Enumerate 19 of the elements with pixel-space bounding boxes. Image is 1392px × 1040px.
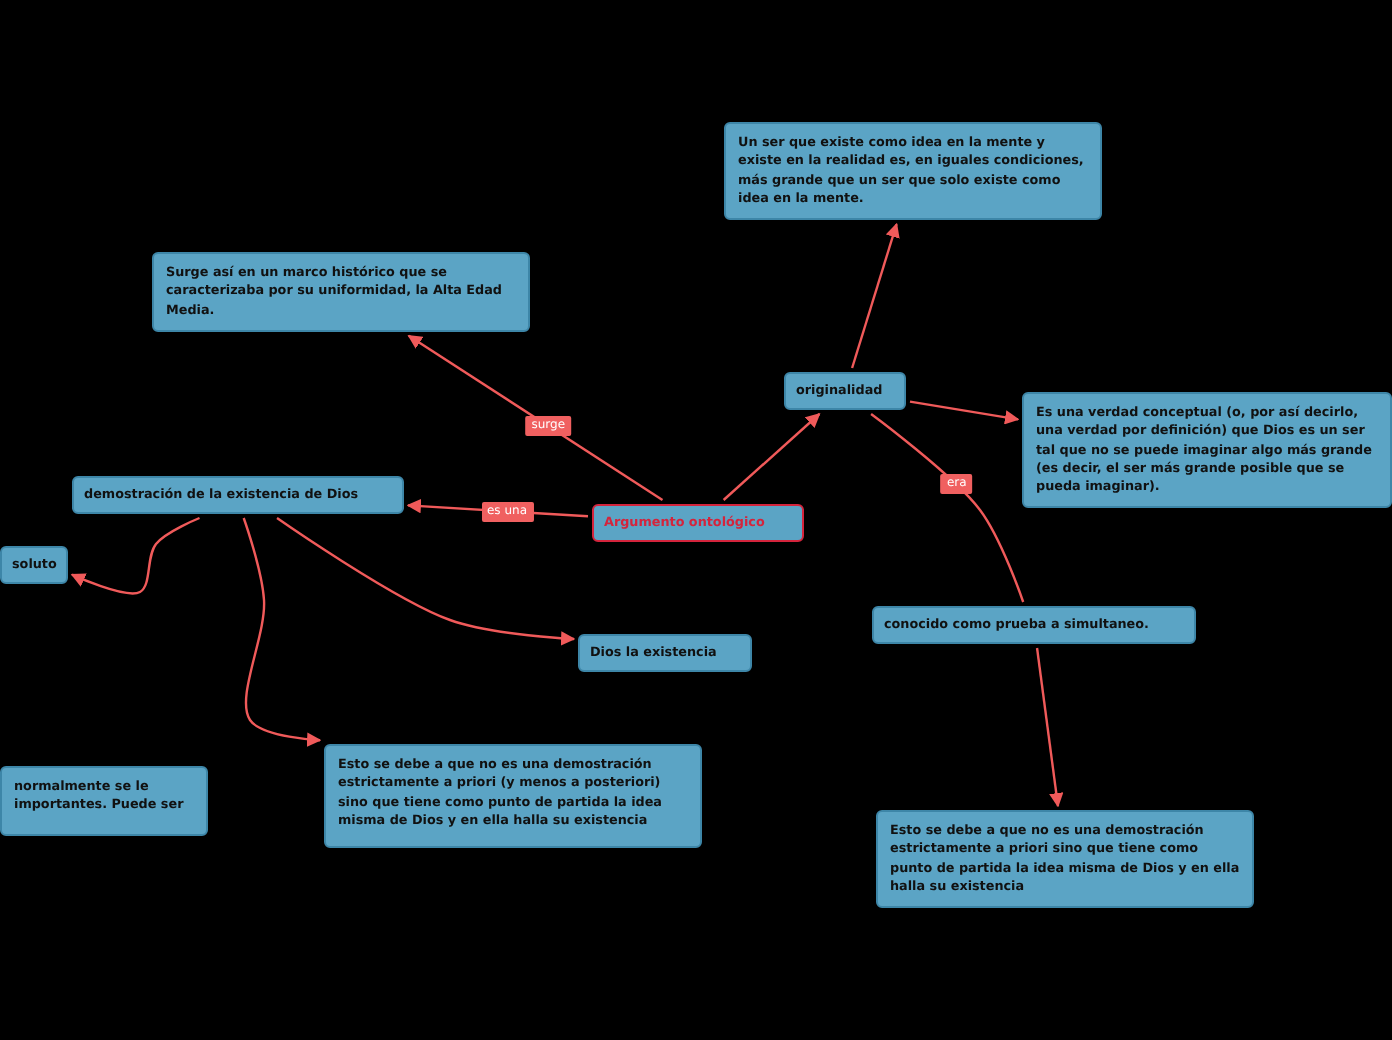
topic-box [784,372,906,410]
topic-box [152,252,530,332]
topic-box [0,546,68,584]
connector-arrow [407,334,664,501]
topic-box [0,766,208,836]
connector-arrow [909,400,1020,425]
connector-arrow [70,516,200,595]
connector-arrow [242,517,322,747]
topic-box [872,606,1196,644]
topic-box [578,634,752,672]
connector-arrow [722,413,821,501]
topic-box [72,476,404,514]
topic-box [1022,392,1392,509]
topic-box [324,744,702,848]
topic-box [876,810,1254,909]
connector-arrow [1035,647,1064,808]
topic-box [724,122,1102,221]
central-topic-box [592,504,804,542]
connector-arrow [850,222,900,369]
